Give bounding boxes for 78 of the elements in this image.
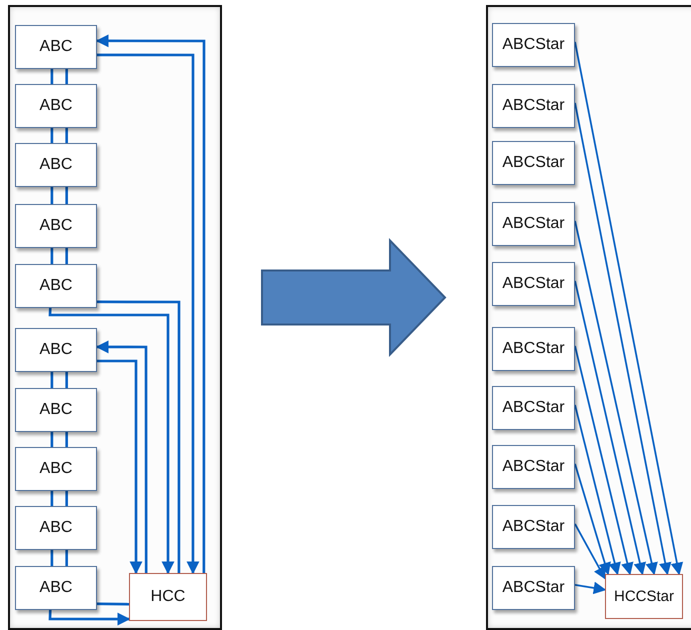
- connector: [574, 102, 672, 576]
- module-box: [15, 388, 97, 432]
- connector: [96, 602, 130, 606]
- connector: [96, 340, 148, 573]
- box-label: HCC: [150, 588, 186, 606]
- connector: [50, 550, 54, 566]
- box-label: ABCStar: [502, 154, 565, 172]
- box-label: ABC: [40, 217, 72, 235]
- connector: [574, 582, 606, 594]
- connector: [50, 128, 54, 143]
- connector: [574, 280, 646, 576]
- connector: [65, 187, 68, 204]
- block-arrow: [261, 238, 446, 357]
- module-box: [15, 447, 97, 491]
- box-label: ABC: [40, 277, 72, 295]
- box-label: ABC: [40, 460, 72, 478]
- module-box: [492, 327, 575, 371]
- box-label: ABC: [40, 341, 72, 359]
- box-label: ABC: [40, 97, 72, 115]
- module-box: [15, 566, 97, 610]
- module-box: [492, 141, 575, 185]
- connector: [65, 248, 68, 264]
- box-label: ABCStar: [502, 399, 565, 417]
- module-box: [492, 84, 575, 128]
- connector: [574, 404, 621, 576]
- connector: [574, 42, 684, 576]
- module-box: [15, 25, 97, 69]
- hub-box: [129, 573, 207, 621]
- connector: [574, 220, 658, 576]
- box-label: ABC: [40, 401, 72, 419]
- box-label: HCCStar: [614, 588, 674, 605]
- connector: [50, 187, 54, 204]
- connector: [48, 308, 174, 574]
- module-box: [492, 445, 575, 489]
- box-label: ABCStar: [502, 458, 565, 476]
- module-box: [492, 23, 575, 67]
- box-label: ABCStar: [502, 97, 565, 115]
- box-label: ABC: [40, 519, 72, 537]
- connector: [574, 346, 634, 576]
- box-label: ABCStar: [502, 36, 565, 54]
- connector: [65, 491, 68, 506]
- box-label: ABC: [40, 579, 72, 597]
- module-box: [492, 262, 575, 306]
- connector: [574, 464, 611, 576]
- connector: [50, 69, 54, 84]
- connector: [65, 128, 68, 143]
- connector: [97, 360, 143, 574]
- hub-box: [605, 574, 683, 619]
- panel-frame: [486, 5, 691, 630]
- module-box: [15, 204, 97, 248]
- module-box: [15, 143, 97, 187]
- module-box: [15, 328, 97, 372]
- connector: [50, 372, 54, 388]
- module-box: [15, 84, 97, 128]
- module-box: [492, 566, 575, 610]
- box-label: ABCStar: [502, 275, 565, 293]
- box-label: ABCStar: [502, 340, 565, 358]
- connector: [50, 491, 54, 506]
- box-label: ABCStar: [502, 518, 565, 536]
- box-label: ABC: [40, 38, 72, 56]
- connector: [574, 523, 606, 580]
- module-box: [492, 386, 575, 430]
- connector: [65, 432, 68, 447]
- connector: [50, 248, 54, 264]
- module-box: [492, 505, 575, 549]
- box-label: ABCStar: [502, 215, 565, 233]
- module-box: [492, 202, 575, 246]
- connector: [65, 550, 68, 566]
- connector: [65, 69, 68, 84]
- connector: [50, 432, 54, 447]
- panel-frame: [8, 5, 222, 630]
- box-label: ABCStar: [502, 579, 565, 597]
- module-box: [15, 264, 97, 308]
- connector: [97, 300, 180, 573]
- connector: [65, 372, 68, 388]
- module-box: [15, 506, 97, 550]
- box-label: ABC: [40, 156, 72, 174]
- connector: [48, 610, 130, 626]
